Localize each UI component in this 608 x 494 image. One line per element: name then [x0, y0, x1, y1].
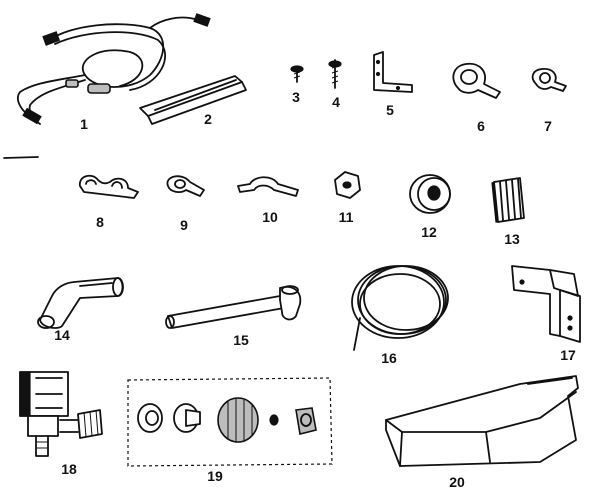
angle-bracket-drawing: [373, 51, 413, 93]
part-label-1: 1: [80, 116, 88, 132]
part-label-9: 9: [180, 217, 188, 233]
screw-short-drawing: [290, 65, 304, 83]
clip-strap-drawing: [237, 176, 299, 197]
part-label-7: 7: [544, 118, 552, 134]
part-label-17: 17: [560, 347, 576, 363]
channel-strip-drawing: [139, 75, 247, 125]
clip-double-drawing: [79, 174, 139, 199]
part-label-20: 20: [449, 474, 465, 490]
clamp-small-drawing: [531, 68, 567, 92]
grommet-drawing: [409, 174, 451, 214]
hex-nut-drawing: [334, 171, 361, 199]
part-label-11: 11: [338, 209, 354, 225]
part-label-6: 6: [477, 118, 485, 134]
part-label-16: 16: [381, 350, 397, 366]
part-label-18: 18: [61, 461, 77, 477]
part-label-5: 5: [386, 102, 394, 118]
part-label-19: 19: [207, 468, 223, 484]
screw-long-drawing: [328, 59, 342, 89]
part-label-15: 15: [233, 332, 249, 348]
part-label-4: 4: [332, 94, 340, 110]
part-label-12: 12: [421, 224, 437, 240]
mounting-plate-drawing: [511, 265, 581, 343]
elbow-fitting-drawing: [37, 277, 124, 329]
part-label-13: 13: [504, 231, 520, 247]
fitting-kit-drawing: [127, 377, 333, 467]
water-valve-drawing: [19, 371, 103, 457]
fill-tube-drawing: [165, 285, 302, 329]
part-label-8: 8: [96, 214, 104, 230]
part-label-14: 14: [54, 327, 70, 343]
part-label-10: 10: [262, 209, 278, 225]
part-label-3: 3: [292, 89, 300, 105]
tubing-coil-drawing: [351, 265, 449, 351]
clip-single-drawing: [166, 175, 205, 197]
part-label-2: 2: [204, 111, 212, 127]
ice-bin-drawing: [385, 375, 579, 467]
pad-stack-drawing: [491, 177, 525, 223]
separator-mark: [3, 156, 39, 159]
wire-harness-drawing: [16, 13, 211, 125]
clamp-large-drawing: [452, 62, 501, 99]
